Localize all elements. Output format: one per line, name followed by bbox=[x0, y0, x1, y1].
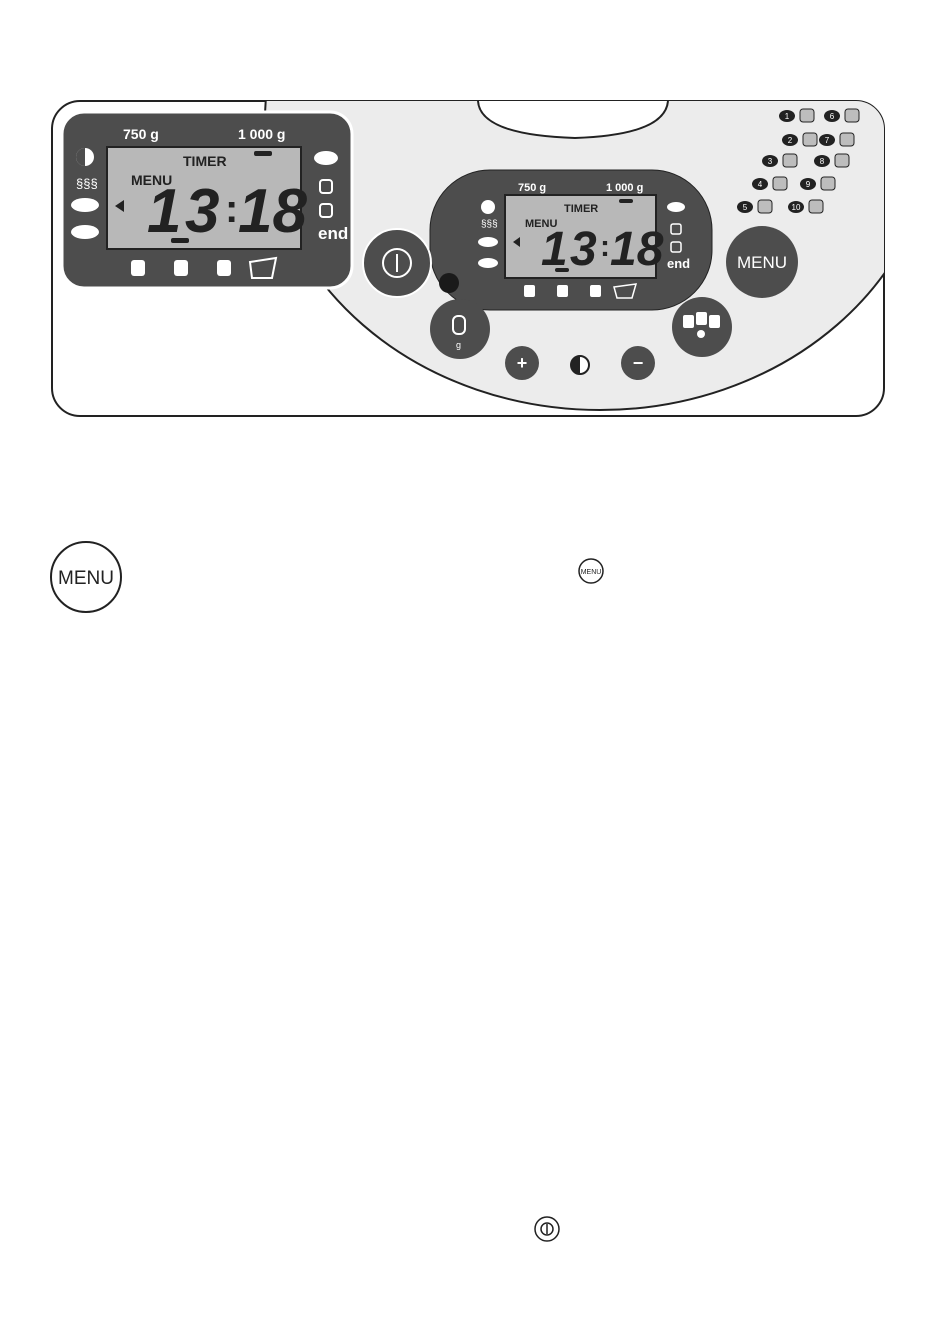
bake-icon bbox=[314, 151, 338, 165]
timer-label: TIMER bbox=[183, 153, 227, 169]
plus-label: + bbox=[517, 353, 528, 373]
program-number: 8 bbox=[820, 157, 825, 166]
loaf-size-1-icon bbox=[131, 260, 145, 276]
program-loaf-icon bbox=[758, 200, 772, 213]
crust-color-icon bbox=[571, 356, 589, 374]
end-label: end bbox=[318, 224, 348, 243]
plus-button[interactable]: + bbox=[505, 346, 539, 380]
main-timer-label: TIMER bbox=[564, 203, 598, 215]
main-weight-750-label: 750 g bbox=[518, 182, 546, 194]
program-number: 3 bbox=[768, 157, 773, 166]
program-number: 10 bbox=[792, 203, 801, 212]
loaf-size-3-icon bbox=[217, 260, 231, 276]
power-button[interactable] bbox=[363, 229, 431, 297]
weight-750-label: 750 g bbox=[123, 126, 159, 142]
main-lcd-digit-2: 3 bbox=[570, 223, 597, 276]
main-heat-icon: §§§ bbox=[481, 219, 498, 230]
program-number: 2 bbox=[788, 136, 793, 145]
program-number: 7 bbox=[825, 136, 830, 145]
program-number: 1 bbox=[785, 112, 790, 121]
program-loaf-icon bbox=[821, 177, 835, 190]
minus-label: − bbox=[633, 353, 644, 373]
main-crust-icon bbox=[481, 200, 495, 214]
main-lcd-digit-1: 1 bbox=[541, 223, 568, 276]
knead-icon bbox=[71, 198, 99, 212]
program-loaf-icon bbox=[783, 154, 797, 167]
menu-large-label: MENU bbox=[58, 568, 114, 589]
main-weight-1000-label: 1 000 g bbox=[606, 182, 643, 194]
indicator-led bbox=[439, 273, 459, 293]
main-display: 750 g 1 000 g TIMER MENU 1 3 : 18 §§§ en… bbox=[430, 170, 712, 310]
lcd-colon: : bbox=[225, 187, 238, 231]
lcd-digit-1: 1 bbox=[147, 177, 181, 246]
main-lcd-digit-3: 18 bbox=[610, 223, 664, 276]
menu-button[interactable]: MENU bbox=[726, 226, 798, 298]
main-lcd-colon: : bbox=[600, 230, 610, 263]
program-number: 5 bbox=[743, 203, 748, 212]
program-number: 4 bbox=[758, 180, 763, 189]
menu-button-label: MENU bbox=[737, 253, 787, 272]
program-loaf-icon bbox=[773, 177, 787, 190]
progress-mark-top bbox=[254, 151, 272, 156]
loaf-size-2-icon bbox=[174, 260, 188, 276]
weight-1000-label: 1 000 g bbox=[238, 126, 285, 142]
program-number: 6 bbox=[830, 112, 835, 121]
weight-button[interactable]: g bbox=[430, 299, 490, 359]
lcd-digit-2: 3 bbox=[185, 177, 219, 246]
program-loaf-icon bbox=[809, 200, 823, 213]
program-loaf-icon bbox=[800, 109, 814, 122]
menu-button-small-icon: MENU bbox=[579, 559, 603, 583]
program-loaf-icon bbox=[835, 154, 849, 167]
program-loaf-icon bbox=[803, 133, 817, 146]
loaf-select-button[interactable] bbox=[672, 297, 732, 357]
crust-icon bbox=[76, 148, 94, 166]
heat-icon: §§§ bbox=[76, 176, 98, 191]
menu-button-large-icon: MENU bbox=[51, 542, 121, 612]
menu-small-label: MENU bbox=[581, 569, 602, 576]
program-loaf-icon bbox=[840, 133, 854, 146]
program-number: 9 bbox=[806, 180, 811, 189]
select-loaf-icon bbox=[683, 315, 694, 328]
lcd-digit-3: 18 bbox=[238, 177, 307, 246]
program-loaf-icon bbox=[845, 109, 859, 122]
zoomed-display: 750 g 1 000 g TIMER MENU 1 3 : 18 §§§ en… bbox=[62, 112, 352, 288]
minus-button[interactable]: − bbox=[621, 346, 655, 380]
main-end-label: end bbox=[667, 256, 690, 271]
power-small-icon bbox=[535, 1217, 559, 1241]
svg-text:g: g bbox=[456, 340, 461, 350]
rise-icon bbox=[71, 225, 99, 239]
